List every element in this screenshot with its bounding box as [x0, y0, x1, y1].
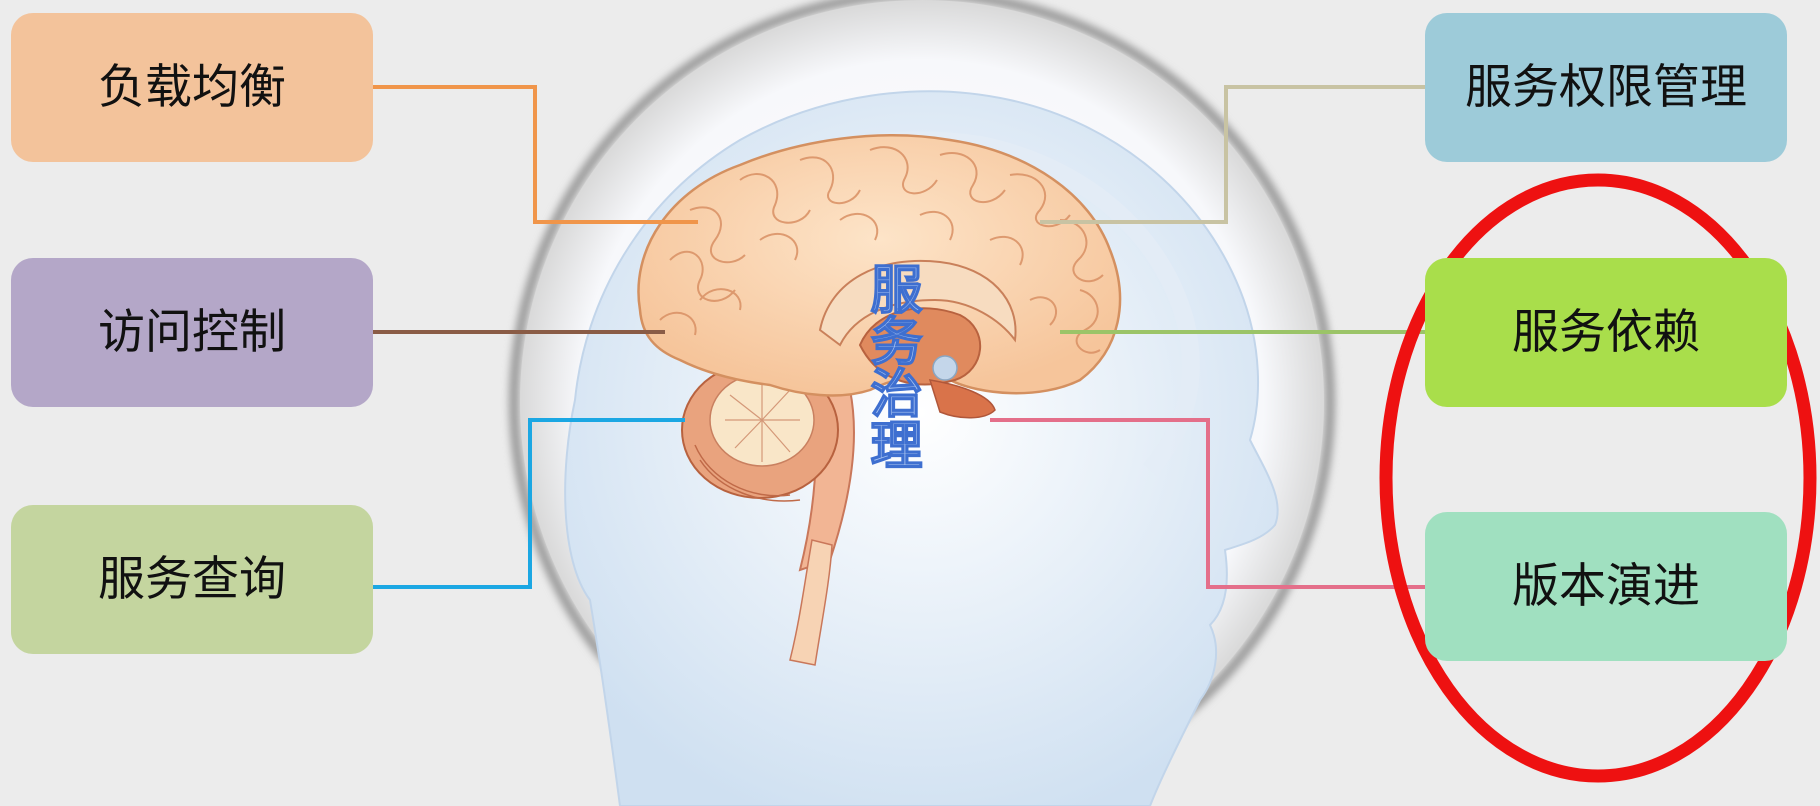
box-load-balancing[interactable]: 负载均衡 [11, 13, 373, 162]
box-service-permission-label: 服务权限管理 [1465, 63, 1747, 112]
box-version-evolution-label: 版本演进 [1512, 562, 1700, 611]
box-service-dependency-label: 服务依赖 [1512, 308, 1700, 357]
box-service-permission[interactable]: 服务权限管理 [1425, 13, 1787, 162]
box-version-evolution[interactable]: 版本演进 [1425, 512, 1787, 661]
box-load-balancing-label: 负载均衡 [98, 63, 286, 112]
box-service-dependency[interactable]: 服务依赖 [1425, 258, 1787, 407]
box-access-control-label: 访问控制 [98, 308, 286, 357]
box-access-control[interactable]: 访问控制 [11, 258, 373, 407]
center-title: 服务治理 [857, 262, 917, 470]
box-service-query[interactable]: 服务查询 [11, 505, 373, 654]
box-service-query-label: 服务查询 [98, 555, 286, 604]
